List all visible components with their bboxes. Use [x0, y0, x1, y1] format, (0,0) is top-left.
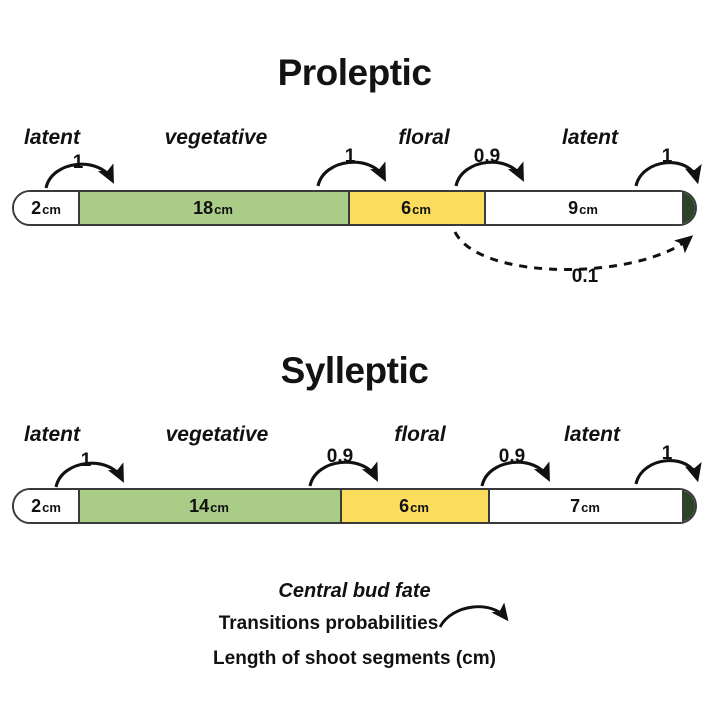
segment-divider-3-proleptic — [484, 192, 486, 224]
segment-latent-1-proleptic: 2cm — [14, 192, 78, 224]
segment-divider-1-sylleptic — [78, 490, 80, 522]
segment-latent-2-sylleptic: 7cm — [488, 490, 682, 522]
category-label-latent-1-sylleptic: latent — [23, 423, 81, 446]
category-label-floral-sylleptic: floral — [394, 423, 446, 446]
legend-central-bud-fate: Central bud fate — [278, 580, 431, 602]
segment-length-floral-sylleptic: 6cm — [399, 496, 429, 516]
segment-vegetative-proleptic: 18cm — [78, 192, 348, 224]
category-label-vegetative-sylleptic: vegetative — [165, 423, 269, 446]
panel-title-proleptic: Proleptic — [277, 52, 432, 93]
transition-prob-3-proleptic: 0.9 — [473, 146, 501, 167]
segment-apex-proleptic — [682, 192, 695, 224]
segment-length-latent-2-proleptic: 9cm — [568, 198, 598, 218]
legend-length-of-shoot-segments-label: Length of shoot segments (cm) — [213, 648, 496, 669]
segment-divider-3-sylleptic — [488, 490, 490, 522]
segment-length-vegetative-proleptic: 18cm — [193, 198, 233, 218]
segment-latent-2-proleptic: 9cm — [484, 192, 682, 224]
category-label-floral-proleptic: floral — [398, 126, 450, 149]
segment-latent-1-sylleptic: 2cm — [14, 490, 78, 522]
segment-floral-sylleptic: 6cm — [340, 490, 488, 522]
category-label-latent-2-sylleptic: latent — [563, 423, 621, 446]
transition-prob-4-proleptic: 1 — [661, 146, 673, 167]
segment-length-latent-1-proleptic: 2cm — [31, 198, 61, 218]
segment-floral-proleptic: 6cm — [348, 192, 484, 224]
shoot-bar-proleptic: 2cm 18cm 6cm 9cm — [12, 190, 697, 226]
legend-transitions-probabilities-label: Transitions probabilities — [218, 613, 439, 634]
transition-prob-1-sylleptic: 1 — [80, 450, 92, 471]
segment-length-latent-2-sylleptic: 7cm — [570, 496, 600, 516]
shoot-bar-sylleptic: 2cm 14cm 6cm 7cm — [12, 488, 697, 524]
transition-prob-2-proleptic: 1 — [344, 146, 356, 167]
segment-apex-sylleptic — [682, 490, 695, 522]
transition-prob-4-sylleptic: 1 — [661, 443, 673, 464]
segment-length-vegetative-sylleptic: 14cm — [189, 496, 229, 516]
transition-prob-dashed-proleptic: 0.1 — [571, 266, 599, 287]
segment-divider-1-proleptic — [78, 192, 80, 224]
category-label-latent-2-proleptic: latent — [561, 126, 619, 149]
legend-lengths-row: Length of shoot segments (cm) — [0, 648, 709, 670]
transition-prob-2-sylleptic: 0.9 — [326, 446, 354, 467]
panel-title-sylleptic: Sylleptic — [280, 350, 429, 391]
segment-length-floral-proleptic: 6cm — [401, 198, 431, 218]
transition-prob-3-sylleptic: 0.9 — [498, 446, 526, 467]
segment-length-latent-1-sylleptic: 2cm — [31, 496, 61, 516]
segment-divider-4-sylleptic — [682, 490, 684, 522]
category-label-vegetative-proleptic: vegetative — [164, 126, 268, 149]
category-label-latent-1-proleptic: latent — [23, 126, 81, 149]
segment-divider-2-sylleptic — [340, 490, 342, 522]
transition-arrow-dashed-proleptic — [453, 231, 694, 271]
transition-prob-1-proleptic: 1 — [72, 152, 84, 173]
legend-transitions-row: Transitions probabilities — [0, 613, 709, 635]
segment-divider-4-proleptic — [682, 192, 684, 224]
segment-divider-2-proleptic — [348, 192, 350, 224]
segment-vegetative-sylleptic: 14cm — [78, 490, 340, 522]
